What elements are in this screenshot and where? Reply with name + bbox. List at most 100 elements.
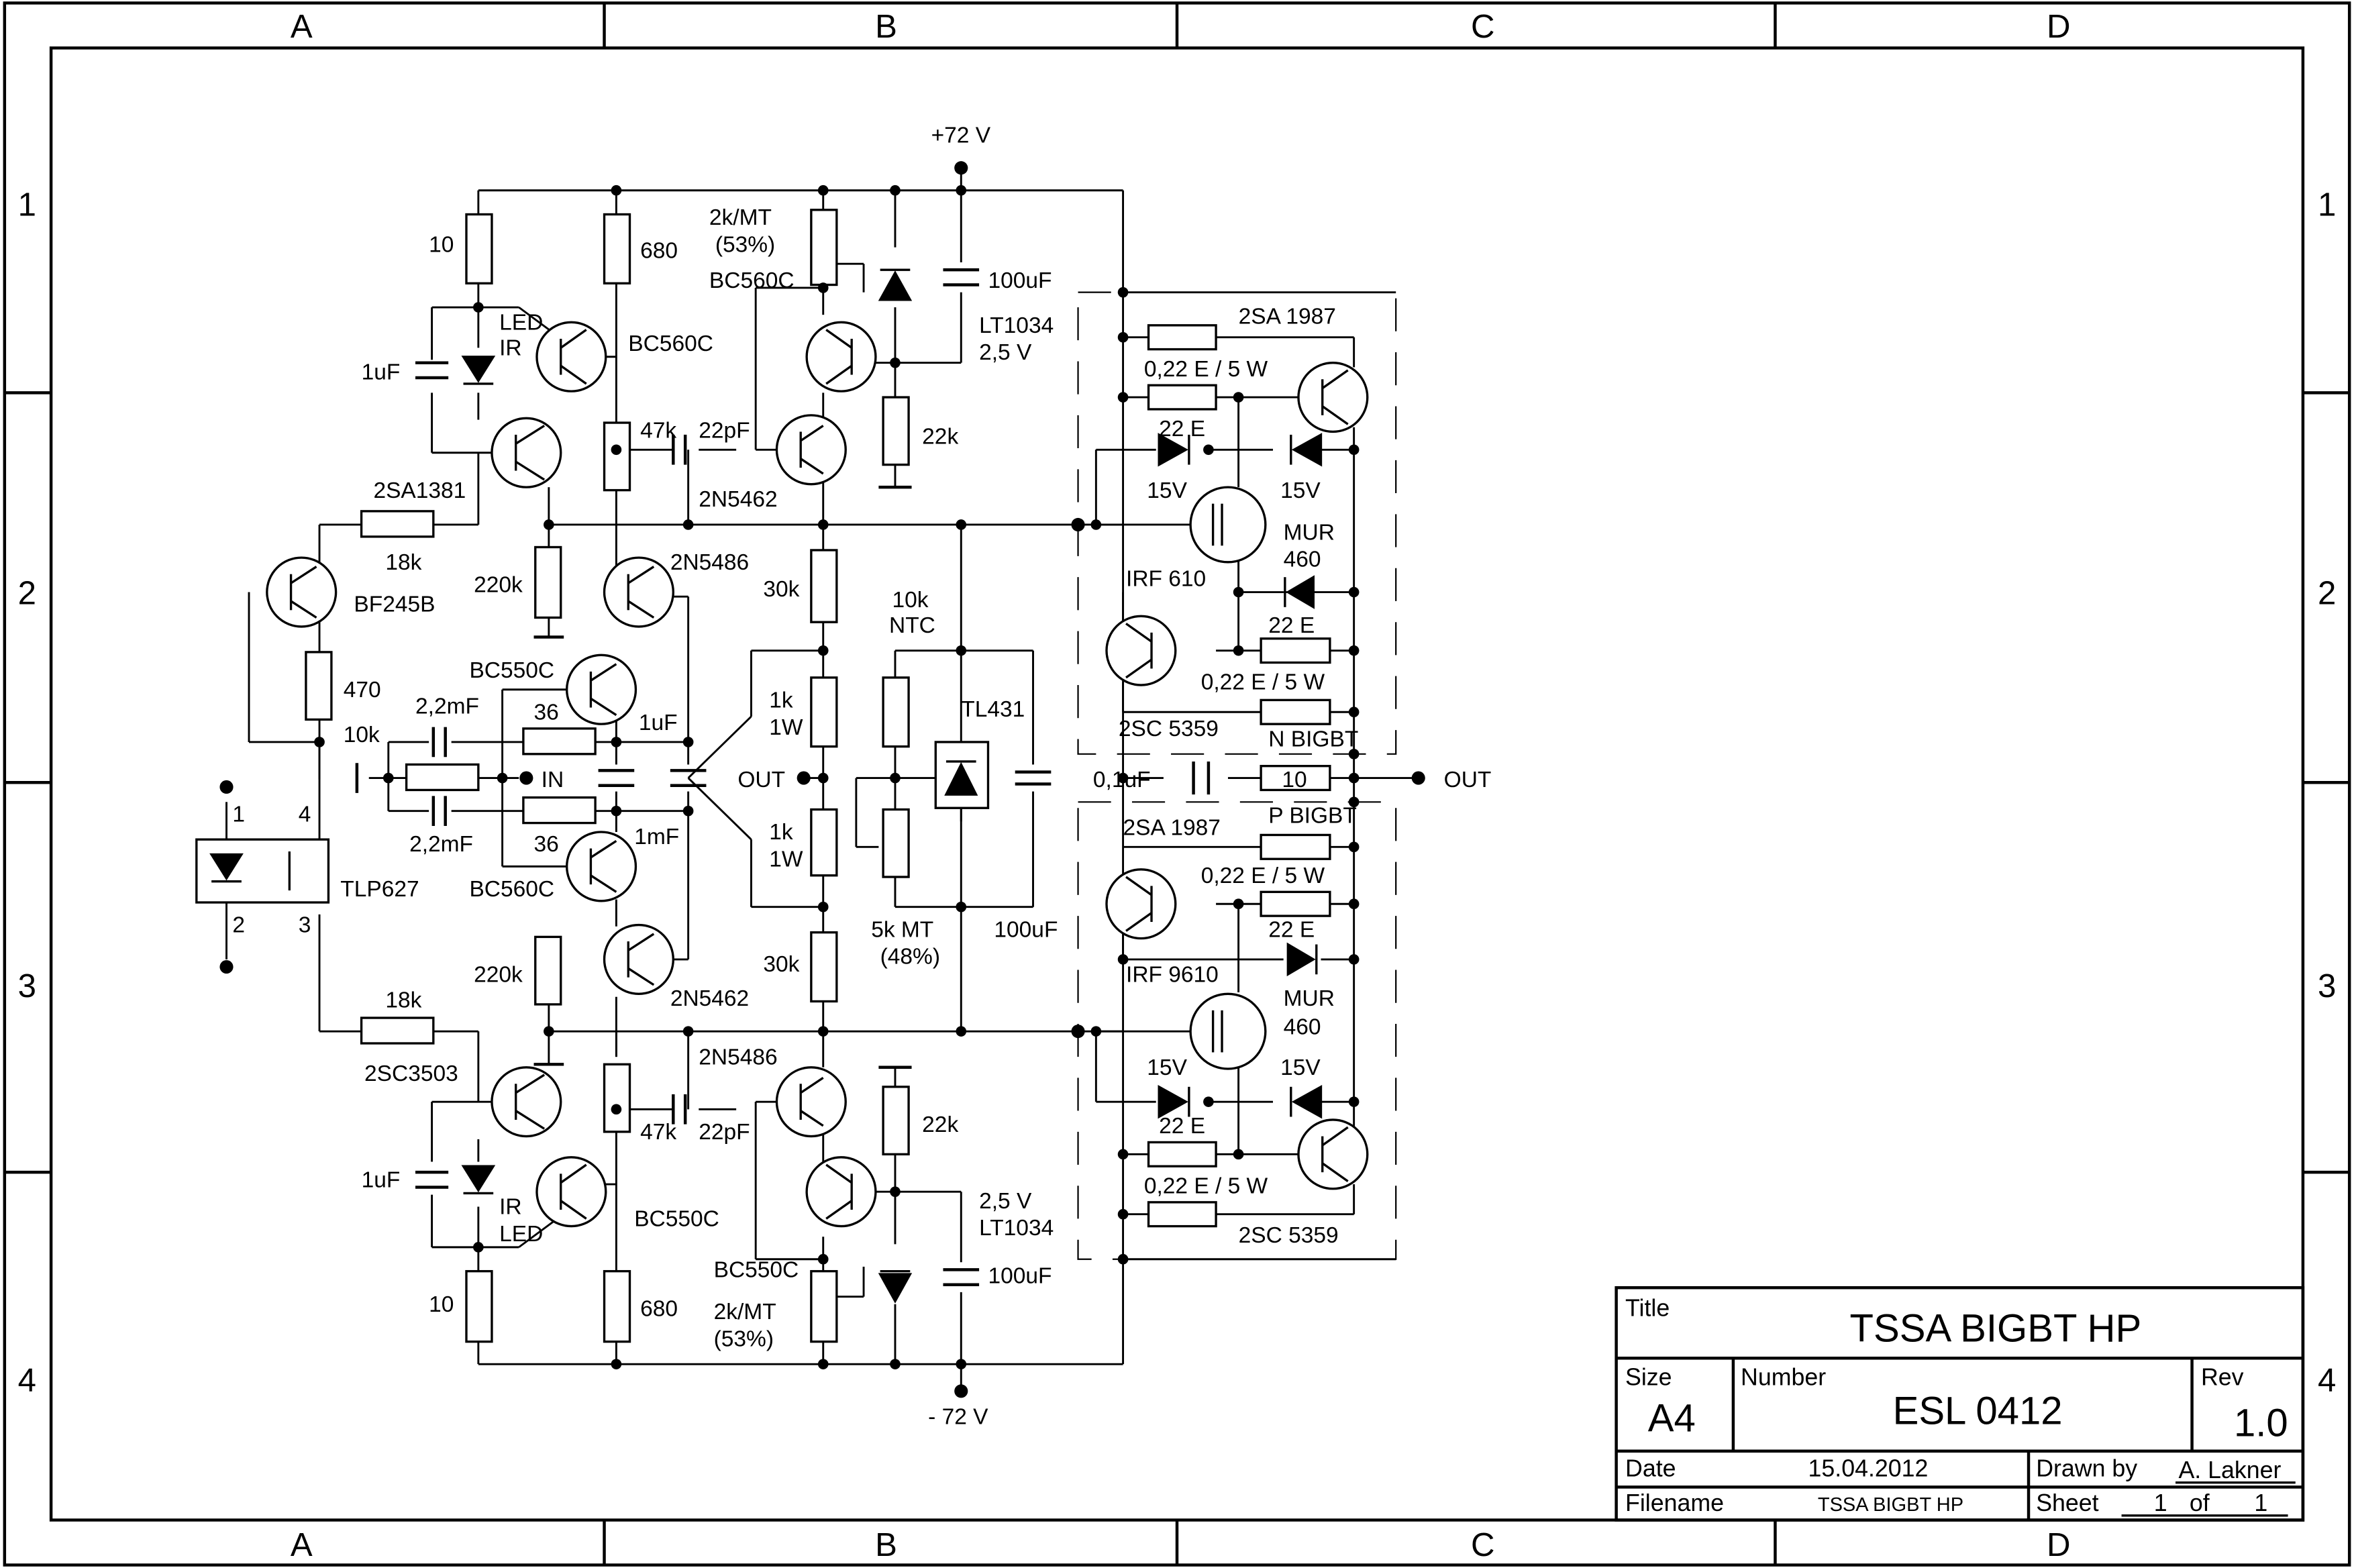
of-label: of [2190,1489,2210,1516]
resistor-10k-input [405,763,480,792]
label-trim5k: 5k MT [871,917,933,942]
label-c1u-top: 1uF [362,360,401,384]
label-tlp627: TLP627 [340,877,419,902]
resistor-22e-d [1147,1141,1217,1167]
label-q2sa1987-bot: 2SA 1987 [1123,815,1221,840]
transistor-bc560c-top [535,321,607,393]
label-r18k-bot: 18k [385,988,421,1012]
resistor-22e-a [1147,384,1217,411]
label-ntc-a: 10k [892,588,928,613]
label-pin4: 4 [299,802,311,827]
label-led-ir-top-b: IR [499,336,522,361]
label-p-bigbt: P BIGBT [1268,804,1357,829]
label-r022-b: 0,22 E / 5 W [1201,670,1325,695]
label-r1k-top-a: 1k [769,688,793,713]
column-label-c-bottom: C [1471,1527,1495,1563]
resistor-1k-top [810,676,838,748]
transistor-bc550c-bottom-right [805,1156,877,1228]
drawing-frame [3,1,2351,1567]
circuit-wiring [225,168,1419,1392]
label-r47k-top: 47k [640,418,676,443]
label-irf610: IRF 610 [1126,567,1206,592]
label-r1k-top-b: 1W [769,715,803,740]
label-bc550c-bot: BC550C [634,1207,719,1232]
label-r022-d: 0,22 E / 5 W [1144,1173,1268,1198]
row-label-3-left: 3 [18,968,36,1004]
label-z15v-c: 15V [1147,1055,1187,1080]
rev-value: 1.0 [2234,1401,2288,1445]
label-r36-top: 36 [534,700,559,725]
label-lt1034-bot: LT1034 [979,1216,1054,1241]
column-label-b-top: B [875,9,897,45]
label-q2sc3503: 2SC3503 [364,1061,458,1086]
column-label-d-top: D [2047,9,2071,45]
transistor-2sa1381 [491,417,562,488]
label-in: IN [542,768,564,792]
label-bc560c-mid: BC560C [469,877,554,902]
resistor-470 [305,651,333,721]
label-q2sa1381: 2SA1381 [373,478,466,503]
label-q2sc5359-top: 2SC 5359 [1119,717,1219,741]
label-r47k-bot: 47k [640,1120,676,1145]
label-r10-bot: 10 [429,1292,454,1317]
jfet-2n5462-top [775,414,847,486]
title-label: Title [1625,1295,1670,1322]
row-label-3-right: 3 [2318,968,2336,1004]
label-r1k-bot-b: 1W [769,847,803,872]
label-v25-top: 2,5 V [979,340,1032,365]
resistor-47k-top [603,421,631,492]
label-z15v-d: 15V [1280,1055,1321,1080]
jfet-2n5486-bottom [775,1066,847,1138]
resistor-22k-bottom [882,1086,910,1156]
label-lt1034-top: LT1034 [979,313,1054,338]
label-r36-bot: 36 [534,832,559,857]
resistor-022e-b [1260,698,1331,725]
label-r10-top: 10 [429,232,454,257]
label-tl431: TL431 [961,697,1025,722]
transistor-bc550c-bottom [535,1156,607,1228]
label-c22p-top: 22pF [699,418,750,443]
drawing-number: ESL 0412 [1893,1390,2063,1433]
label-bc550c-bot2: BC550C [714,1258,799,1283]
filename-value: TSSA BIGBT HP [1818,1494,1963,1516]
label-r10-out: 10 [1282,768,1307,792]
junction-dots [219,161,1425,1398]
label-pin3: 3 [299,913,311,938]
thermistor-ntc [882,676,910,748]
column-label-a-top: A [291,9,313,45]
label-vpos: +72 V [931,123,991,148]
filename-label: Filename [1625,1489,1724,1516]
optocoupler-tlp627 [195,838,330,904]
transistor-symbols [209,268,1349,1304]
mosfet-irf9610 [1189,992,1267,1070]
sheet-value: 1 [2154,1489,2167,1516]
resistor-30k-top [810,549,838,623]
label-q2n5462-bot: 2N5462 [670,986,749,1011]
drawn-by-value: A. Lakner [2178,1457,2281,1483]
resistor-18k-top [360,510,435,538]
transistor-2sc5359-top [1105,615,1177,686]
jfet-2n5462-bottom [603,923,674,995]
column-label-c-top: C [1471,9,1495,45]
label-r30k-top: 30k [763,577,799,602]
number-label: Number [1741,1363,1826,1390]
label-mur460-bot-b: 460 [1284,1015,1321,1040]
sheet-label: Sheet [2036,1489,2098,1516]
label-led-ir-bot-b: LED [499,1222,543,1247]
resistor-680-bottom [603,1269,631,1343]
resistor-18k-bottom [360,1016,435,1045]
label-c22m-bot: 2,2mF [409,832,473,857]
label-r22k-bot: 22k [922,1112,958,1137]
label-trim-bot-pct: (53%) [714,1326,774,1351]
label-r220k-top: 220k [474,573,523,598]
label-r18k-top: 18k [385,550,421,575]
label-v25-bot: 2,5 V [979,1189,1032,1214]
label-trim-top: 2k/MT [709,205,772,230]
resistor-30k-bottom [810,931,838,1003]
resistor-680-top [603,213,631,284]
label-mur460-bot-a: MUR [1284,986,1335,1011]
label-c100u-top: 100uF [988,268,1052,293]
label-bc550c-mid: BC550C [469,658,554,683]
label-z15v-a: 15V [1147,478,1187,503]
label-out: OUT [1444,768,1492,792]
